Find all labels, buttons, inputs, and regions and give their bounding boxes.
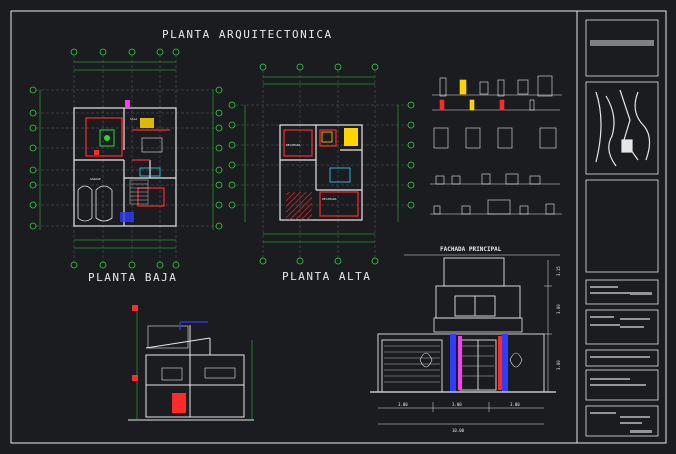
facade-height-2: 3.00 [556,304,561,314]
facade-height-3: 3.00 [556,360,561,370]
sheet-border [10,10,667,444]
svg-text:SALA: SALA [130,117,137,121]
upper-floor-label: PLANTA ALTA [282,270,371,283]
title-block-text-lines [590,286,652,433]
svg-text:RECAMARA: RECAMARA [286,143,301,147]
facade-dim-2: 3.00 [452,402,462,407]
garage-door-louvers [384,345,494,383]
ground-floor-walls [73,107,177,227]
svg-text:GARAGE: GARAGE [90,177,101,181]
dining-table [99,129,115,147]
title-block [585,19,659,437]
facade-label: FACHADA PRINCIPAL [440,246,502,253]
grid-bubbles-left [29,48,223,269]
svg-text:RECAMARA: RECAMARA [322,197,337,201]
facade-dim-total: 10.00 [452,428,465,433]
upper-floor-plan: RECAMARA RECAMARA [228,63,415,265]
facade-height-1: 3.15 [556,266,561,276]
facade-dim-1: 3.00 [398,402,408,407]
ground-floor-label: PLANTA BAJA [88,271,177,284]
building-section [128,305,254,421]
garage-cars [77,185,113,222]
construction-details [430,75,562,215]
location-map-sketch [595,89,651,167]
main-facade: 3.00 3.00 3.00 10.00 3.15 3.00 3.00 [370,254,561,433]
ground-stair [129,179,149,205]
drawing-title: PLANTA ARQUITECTONICA [162,28,333,41]
facade-dim-3: 3.00 [510,402,520,407]
ground-floor-plan: SALA GARAGE [29,48,223,269]
